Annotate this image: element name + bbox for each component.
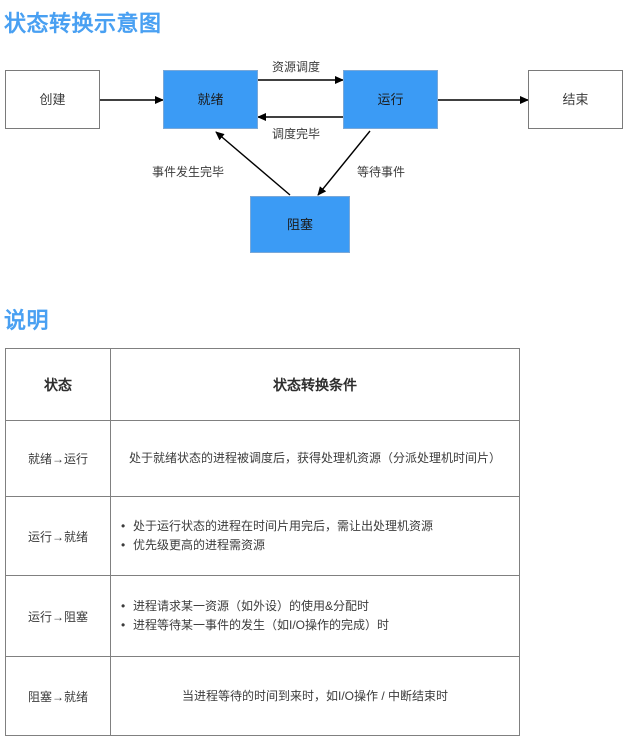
node-label: 运行 xyxy=(377,92,404,107)
condition-text: 处于就绪状态的进程被调度后，获得处理机资源（分派处理机时间片） xyxy=(128,451,501,466)
column-header-condition: 状态转换条件 xyxy=(110,348,520,421)
edge-label-blocked-to-ready: 事件发生完毕 xyxy=(152,165,225,179)
edge-label-running-to-blocked: 等待事件 xyxy=(357,165,406,179)
condition-item: 处于运行状态的进程在时间片用完后，需让出处理机资源 xyxy=(121,517,511,536)
node-label: 结束 xyxy=(562,92,589,107)
condition-item: 进程等待某一事件的发生（如I/O操作的完成）时 xyxy=(121,616,511,635)
section-title-explanation: 说明 xyxy=(4,308,50,333)
cell-state: 运行→阻塞 xyxy=(5,575,111,657)
cell-condition: 处于就绪状态的进程被调度后，获得处理机资源（分派处理机时间片） xyxy=(110,420,520,497)
diagram-node-running[interactable]: 运行 xyxy=(343,70,438,129)
diagram-node-ready[interactable]: 就绪 xyxy=(163,70,258,129)
table-row: 运行→就绪 处于运行状态的进程在时间片用完后，需让出处理机资源 优先级更高的进程… xyxy=(5,496,520,576)
diagram-node-create[interactable]: 创建 xyxy=(5,70,100,129)
node-label: 创建 xyxy=(39,92,66,107)
explanation-table: 状态 状态转换条件 就绪→运行 处于就绪状态的进程被调度后，获得处理机资源（分派… xyxy=(5,348,520,736)
condition-item: 进程请求某一资源（如外设）的使用&分配时 xyxy=(121,597,511,616)
diagram-arrow-layer xyxy=(100,76,529,196)
cell-condition: 进程请求某一资源（如外设）的使用&分配时 进程等待某一事件的发生（如I/O操作的… xyxy=(110,575,520,657)
cell-state: 阻塞→就绪 xyxy=(5,656,111,736)
edge-label-ready-to-running: 资源调度 xyxy=(272,60,321,74)
diagram-node-end[interactable]: 结束 xyxy=(528,70,623,129)
state-transition-diagram: 创建 就绪 运行 结束 阻塞 资源调度 调度完毕 等待事件 事件发生完毕 xyxy=(0,55,630,270)
condition-list: 处于运行状态的进程在时间片用完后，需让出处理机资源 优先级更高的进程需资源 xyxy=(119,517,511,554)
condition-text: 当进程等待的时间到来时，如I/O操作 / 中断结束时 xyxy=(181,688,448,703)
table-row: 阻塞→就绪 当进程等待的时间到来时，如I/O操作 / 中断结束时 xyxy=(5,656,520,736)
condition-item: 优先级更高的进程需资源 xyxy=(121,536,511,555)
cell-condition: 处于运行状态的进程在时间片用完后，需让出处理机资源 优先级更高的进程需资源 xyxy=(110,496,520,576)
table-row: 运行→阻塞 进程请求某一资源（如外设）的使用&分配时 进程等待某一事件的发生（如… xyxy=(5,575,520,657)
condition-list: 进程请求某一资源（如外设）的使用&分配时 进程等待某一事件的发生（如I/O操作的… xyxy=(119,597,511,634)
node-label: 就绪 xyxy=(197,92,224,107)
node-label: 阻塞 xyxy=(286,217,313,232)
edge-label-running-to-ready: 调度完毕 xyxy=(272,127,321,141)
table-row: 就绪→运行 处于就绪状态的进程被调度后，获得处理机资源（分派处理机时间片） xyxy=(5,420,520,497)
page-title: 状态转换示意图 xyxy=(4,11,162,36)
cell-state: 就绪→运行 xyxy=(5,420,111,497)
column-header-state: 状态 xyxy=(5,348,111,421)
table-header-row: 状态 状态转换条件 xyxy=(5,348,520,421)
cell-condition: 当进程等待的时间到来时，如I/O操作 / 中断结束时 xyxy=(110,656,520,736)
diagram-node-blocked[interactable]: 阻塞 xyxy=(250,196,350,253)
cell-state: 运行→就绪 xyxy=(5,496,111,576)
